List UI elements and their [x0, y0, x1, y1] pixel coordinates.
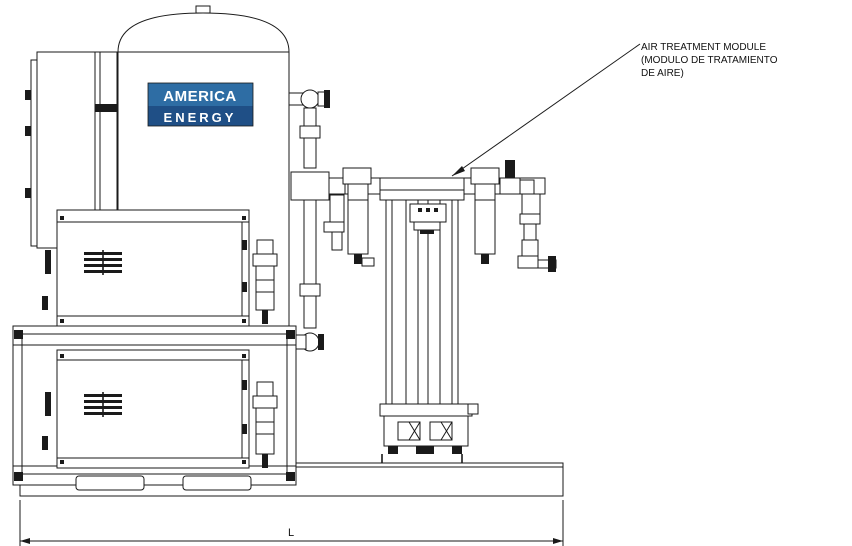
overall-length-dimension: L: [19, 500, 564, 546]
callout-line-2: (MODULO DE TRATAMIENTO: [641, 55, 778, 66]
upper-filter-regulator: [252, 239, 278, 324]
lower-compressor-unit: [42, 349, 250, 469]
lower-filter-regulator: [252, 381, 278, 468]
america-energy-logo: AMERICA ENERGY: [147, 82, 254, 127]
air-treatment-module: [323, 160, 557, 463]
logo-text-energy: ENERGY: [164, 110, 237, 125]
logo-text-america: AMERICA: [163, 88, 237, 105]
callout-line-3: DE AIRE): [641, 68, 684, 79]
air-treatment-callout: AIR TREATMENT MODULE (MODULO DE TRATAMIE…: [451, 42, 778, 177]
tank-outlet-piping: [288, 89, 346, 352]
callout-line-1: AIR TREATMENT MODULE: [641, 42, 766, 53]
upper-compressor-unit: [42, 209, 250, 328]
dimension-label-l: L: [288, 527, 294, 539]
